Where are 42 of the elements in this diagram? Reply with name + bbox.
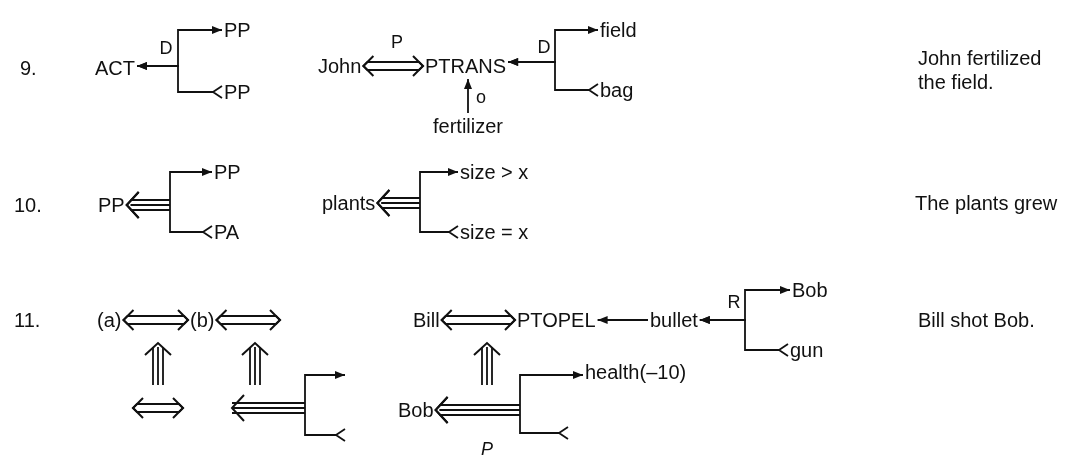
concept-label: PP: [98, 193, 125, 217]
concept-label: Bob: [792, 278, 828, 302]
sentence-text: Bill shot Bob.: [918, 308, 1035, 332]
concept-label: (b): [190, 308, 215, 332]
concept-label: Bob: [398, 398, 434, 422]
edge-label: P: [480, 439, 494, 457]
concept-label: PP: [224, 80, 251, 104]
concept-label: field: [600, 18, 637, 42]
concept-label: size = x: [460, 220, 529, 244]
arrow: [376, 189, 459, 239]
concept-label: gun: [790, 338, 824, 362]
row-number: 9.: [20, 56, 37, 80]
arrow: [136, 62, 223, 99]
concept-label: health(–10): [585, 360, 687, 384]
concept-label: bag: [600, 78, 634, 102]
row-number: 10.: [14, 193, 42, 217]
concept-label: John: [318, 54, 362, 78]
concept-label: plants: [322, 191, 376, 215]
concept-label: PA: [214, 220, 240, 244]
sentence-text: John fertilized the field.: [918, 46, 1043, 94]
sentence-text: The plants grew: [915, 191, 1058, 215]
concept-label: PTOPEL: [517, 308, 596, 332]
arrow: [596, 316, 649, 324]
concept-label: PTRANS: [425, 54, 507, 78]
arrow: [698, 316, 789, 357]
arrow: [434, 396, 569, 440]
arrow: [215, 309, 282, 331]
arrow: [122, 309, 190, 331]
arrow: [125, 191, 213, 239]
arrow: [464, 78, 472, 114]
concept-label: PP: [214, 160, 241, 184]
concept-label: ACT: [95, 56, 135, 80]
concept-label: Bill: [413, 308, 440, 332]
row-number: 11.: [14, 308, 41, 332]
concept-label: fertilizer: [433, 114, 503, 138]
concept-label: bullet: [650, 308, 698, 332]
concept-label: size > x: [460, 160, 529, 184]
arrow: [507, 58, 599, 97]
concept-label: PP: [224, 18, 251, 42]
concept-label: (a): [97, 308, 122, 332]
arrow: [440, 309, 517, 331]
arrow: [362, 55, 425, 77]
